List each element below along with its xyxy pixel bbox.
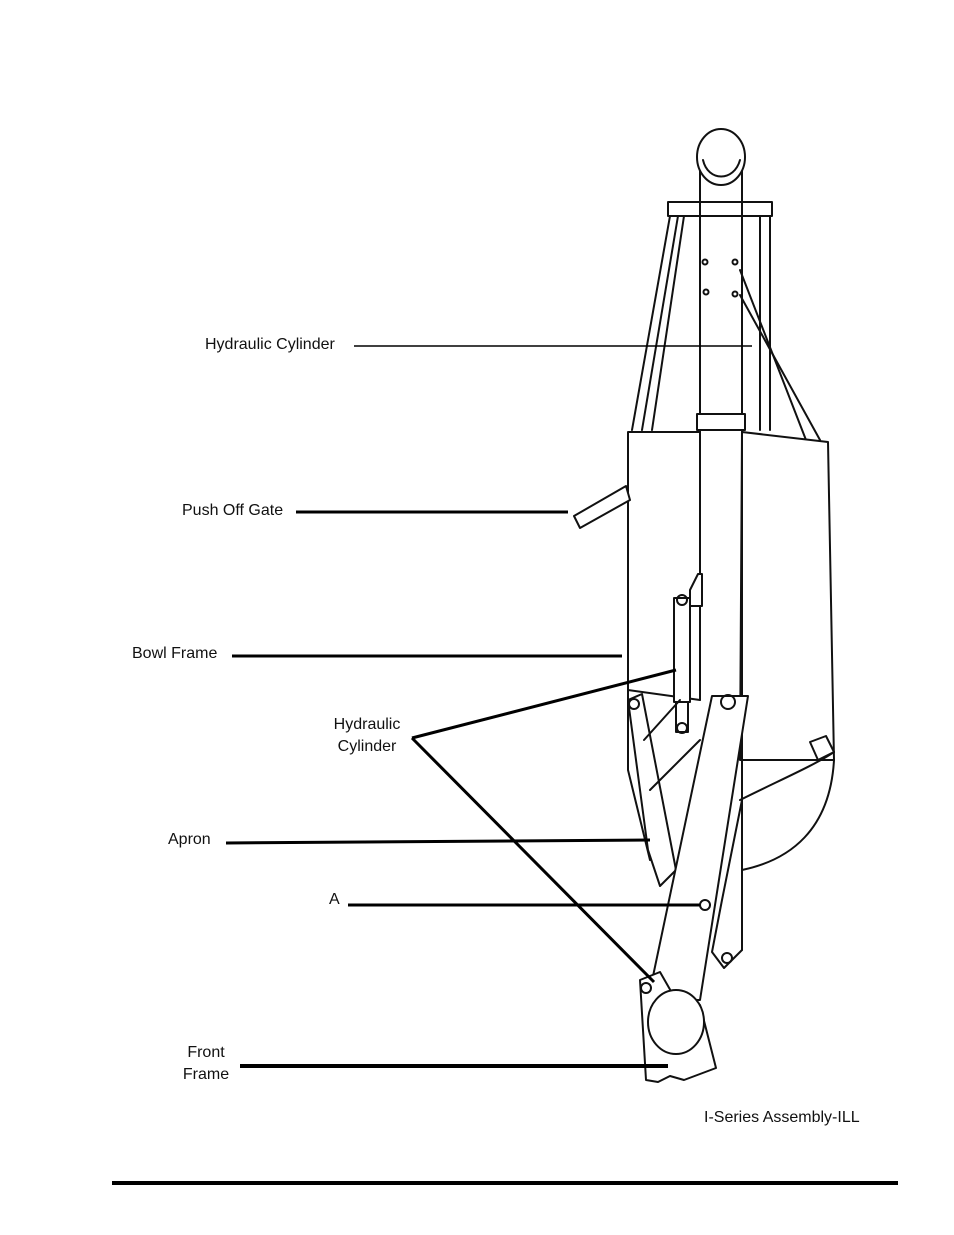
leader-hydraulic-cylinder-lower-a <box>411 668 677 740</box>
top-crossbar <box>667 201 773 217</box>
label-front-frame-line2: Frame <box>182 1066 230 1083</box>
right-struts <box>739 215 821 441</box>
label-bowl-frame: Bowl Frame <box>132 645 218 662</box>
leader-apron <box>225 838 651 845</box>
left-struts <box>631 215 685 431</box>
footer-rule <box>112 1181 898 1185</box>
label-hydraulic-cylinder-lower: Hydraulic Cylinder <box>322 714 412 758</box>
leader-hydraulic-cylinder-lower-b <box>410 736 656 984</box>
apron-linkage <box>627 693 701 887</box>
rear-wheel-marker <box>809 735 835 761</box>
label-hydraulic-cylinder-top: Hydraulic Cylinder <box>205 336 335 353</box>
push-off-gate-shape <box>573 485 631 529</box>
figure-caption: I-Series Assembly-ILL <box>704 1109 860 1126</box>
label-front-frame: Front Frame <box>178 1042 234 1086</box>
front-frame-shape <box>639 971 717 1083</box>
hydraulic-cylinder-small <box>673 573 703 734</box>
label-front-frame-line1: Front <box>187 1044 225 1061</box>
label-hydraulic-cylinder-lower-line1: Hydraulic <box>333 716 401 733</box>
lower-right-link <box>711 799 743 969</box>
label-point-a: A <box>329 891 340 908</box>
label-apron: Apron <box>168 831 211 848</box>
label-push-off-gate: Push Off Gate <box>182 502 284 519</box>
label-hydraulic-cylinder-lower-line2: Cylinder <box>337 738 397 755</box>
